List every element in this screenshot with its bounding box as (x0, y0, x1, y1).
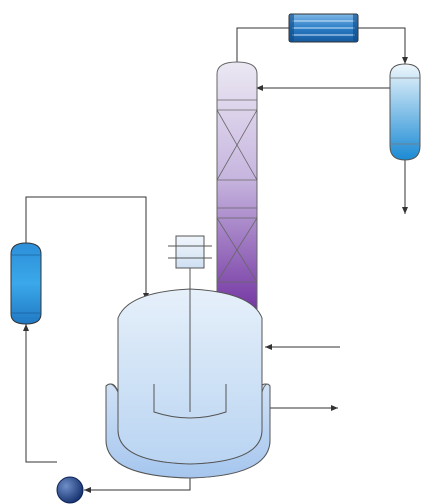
receiver-vessel-icon (389, 63, 421, 161)
process-lines (23, 27, 408, 493)
packed-column-icon (216, 61, 258, 319)
pump-discharge-line (23, 324, 57, 463)
reactor-bottom-line (84, 474, 191, 493)
jacketed-reactor-icon (105, 288, 271, 479)
condensate-line (358, 27, 408, 64)
heat-exchanger-icon (288, 13, 359, 43)
agitator (153, 268, 227, 419)
feed-vessel-icon (10, 242, 42, 325)
pump-icon (56, 476, 84, 504)
motor-icon (168, 235, 212, 269)
vapor-line (236, 27, 289, 62)
feed-line (25, 196, 149, 300)
